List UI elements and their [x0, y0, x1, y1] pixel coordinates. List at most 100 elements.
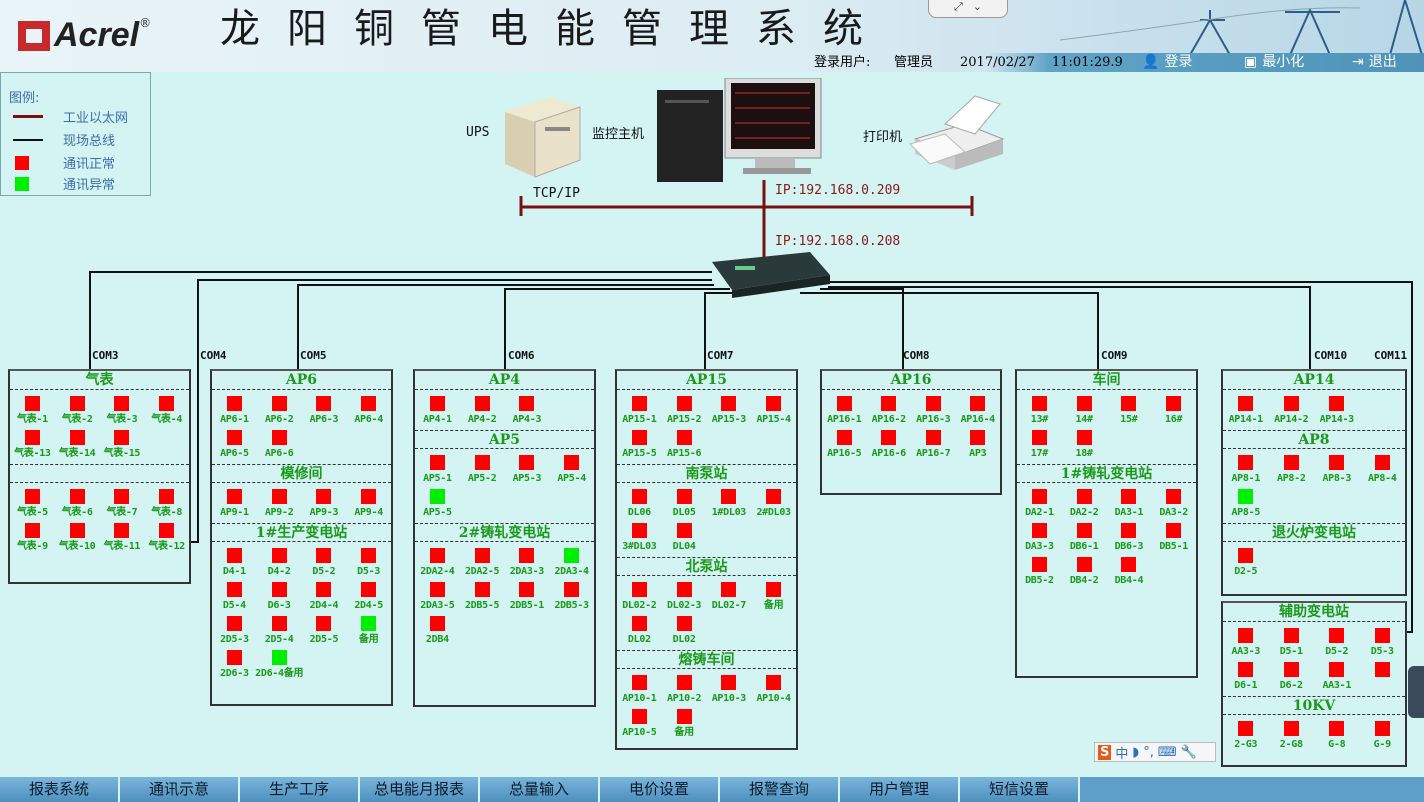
status-normal-indicator[interactable] — [631, 430, 647, 445]
device-item[interactable]: AA3-1 — [1314, 660, 1360, 694]
device-item[interactable]: AP6-4 — [346, 394, 391, 428]
status-normal-indicator[interactable] — [226, 548, 242, 563]
device-item[interactable]: G-8 — [1314, 719, 1360, 753]
device-item[interactable]: AP5-4 — [549, 453, 594, 487]
status-normal-indicator[interactable] — [114, 489, 130, 504]
device-item[interactable]: G-9 — [1360, 719, 1406, 753]
device-item[interactable]: 2DA3-3 — [505, 546, 550, 580]
status-normal-indicator[interactable] — [271, 616, 287, 631]
device-item[interactable]: DA3-1 — [1107, 487, 1152, 521]
status-normal-indicator[interactable] — [1076, 557, 1092, 572]
device-item[interactable]: AP15-5 — [617, 428, 662, 462]
device-item[interactable]: AP6-2 — [257, 394, 302, 428]
chevron-down-icon[interactable]: ⌄ — [972, 0, 983, 13]
status-normal-indicator[interactable] — [519, 396, 535, 411]
status-normal-indicator[interactable] — [429, 548, 445, 563]
nav-tab[interactable]: 生产工序 — [240, 777, 360, 802]
status-normal-indicator[interactable] — [226, 396, 242, 411]
device-item[interactable]: AP16-4 — [956, 394, 1001, 428]
device-item[interactable]: 气表-14 — [55, 428, 100, 462]
status-normal-indicator[interactable] — [24, 523, 40, 538]
status-normal-indicator[interactable] — [474, 455, 490, 470]
device-item[interactable]: 2-G8 — [1269, 719, 1315, 753]
status-normal-indicator[interactable] — [1121, 489, 1137, 504]
status-normal-indicator[interactable] — [1166, 396, 1182, 411]
status-normal-indicator[interactable] — [24, 396, 40, 411]
device-item[interactable]: AP5-1 — [415, 453, 460, 487]
status-normal-indicator[interactable] — [316, 396, 332, 411]
status-normal-indicator[interactable] — [271, 396, 287, 411]
device-item[interactable]: 13# — [1017, 394, 1062, 428]
status-normal-indicator[interactable] — [1283, 628, 1299, 643]
device-item[interactable]: AP10-5 — [617, 707, 662, 741]
status-normal-indicator[interactable] — [564, 455, 580, 470]
status-normal-indicator[interactable] — [631, 489, 647, 504]
device-item[interactable]: AP9-3 — [302, 487, 347, 521]
status-normal-indicator[interactable] — [1374, 662, 1390, 677]
status-normal-indicator[interactable] — [474, 582, 490, 597]
device-item[interactable]: 气表-12 — [144, 521, 189, 555]
device-item[interactable]: D4-2 — [257, 546, 302, 580]
device-item[interactable]: AP4-2 — [460, 394, 505, 428]
status-normal-indicator[interactable] — [1329, 662, 1345, 677]
status-normal-indicator[interactable] — [631, 582, 647, 597]
nav-tab[interactable]: 电价设置 — [600, 777, 720, 802]
status-normal-indicator[interactable] — [1374, 721, 1390, 736]
device-item[interactable]: DL06 — [617, 487, 662, 521]
status-fault-indicator[interactable] — [429, 489, 445, 504]
status-normal-indicator[interactable] — [1238, 548, 1254, 563]
device-item[interactable]: AP14-3 — [1314, 394, 1360, 428]
status-normal-indicator[interactable] — [721, 582, 737, 597]
status-normal-indicator[interactable] — [361, 489, 377, 504]
device-item[interactable]: DL04 — [662, 521, 707, 555]
device-item[interactable]: 2D5-3 — [212, 614, 257, 648]
status-normal-indicator[interactable] — [159, 396, 175, 411]
punct-icon[interactable]: °, — [1143, 744, 1154, 760]
device-item[interactable]: AP8-2 — [1269, 453, 1315, 487]
device-item[interactable]: 气表-4 — [144, 394, 189, 428]
status-normal-indicator[interactable] — [1031, 557, 1047, 572]
status-normal-indicator[interactable] — [1031, 489, 1047, 504]
device-item[interactable]: 气表-2 — [55, 394, 100, 428]
status-normal-indicator[interactable] — [316, 582, 332, 597]
device-item[interactable]: AP9-4 — [346, 487, 391, 521]
device-item[interactable]: 14# — [1062, 394, 1107, 428]
device-item[interactable]: 气表-10 — [55, 521, 100, 555]
device-item[interactable]: 备用 — [751, 580, 796, 614]
device-item[interactable]: D6-2 — [1269, 660, 1315, 694]
status-normal-indicator[interactable] — [1166, 523, 1182, 538]
device-item[interactable]: DL02-3 — [662, 580, 707, 614]
nav-tab[interactable]: 短信设置 — [960, 777, 1080, 802]
device-item[interactable]: D5-4 — [212, 580, 257, 614]
device-item[interactable]: D6-3 — [257, 580, 302, 614]
status-normal-indicator[interactable] — [114, 523, 130, 538]
device-item[interactable]: 2DA2-4 — [415, 546, 460, 580]
fullscreen-icon[interactable]: ⤢ — [953, 0, 963, 13]
status-normal-indicator[interactable] — [970, 430, 986, 445]
device-item[interactable]: DB4-2 — [1062, 555, 1107, 589]
device-item[interactable]: 气表-13 — [10, 428, 55, 462]
device-item[interactable]: 气表-1 — [10, 394, 55, 428]
status-normal-indicator[interactable] — [1283, 721, 1299, 736]
device-item[interactable]: AP16-6 — [867, 428, 912, 462]
status-normal-indicator[interactable] — [564, 582, 580, 597]
status-normal-indicator[interactable] — [429, 616, 445, 631]
status-normal-indicator[interactable] — [316, 548, 332, 563]
status-normal-indicator[interactable] — [1076, 396, 1092, 411]
status-normal-indicator[interactable] — [676, 396, 692, 411]
nav-tab[interactable]: 总电能月报表 — [360, 777, 480, 802]
status-normal-indicator[interactable] — [676, 616, 692, 631]
device-item[interactable]: 2D5-5 — [302, 614, 347, 648]
status-normal-indicator[interactable] — [1283, 662, 1299, 677]
status-normal-indicator[interactable] — [766, 582, 782, 597]
device-item[interactable]: AP5-3 — [505, 453, 550, 487]
status-normal-indicator[interactable] — [159, 489, 175, 504]
device-item[interactable]: DL02-7 — [707, 580, 752, 614]
device-item[interactable]: 气表-15 — [100, 428, 145, 462]
device-item[interactable]: AP10-4 — [751, 673, 796, 707]
login-button[interactable]: 👤登录 — [1142, 53, 1192, 72]
device-item[interactable]: 气表-9 — [10, 521, 55, 555]
device-item[interactable]: D4-1 — [212, 546, 257, 580]
status-normal-indicator[interactable] — [721, 675, 737, 690]
status-normal-indicator[interactable] — [1121, 396, 1137, 411]
